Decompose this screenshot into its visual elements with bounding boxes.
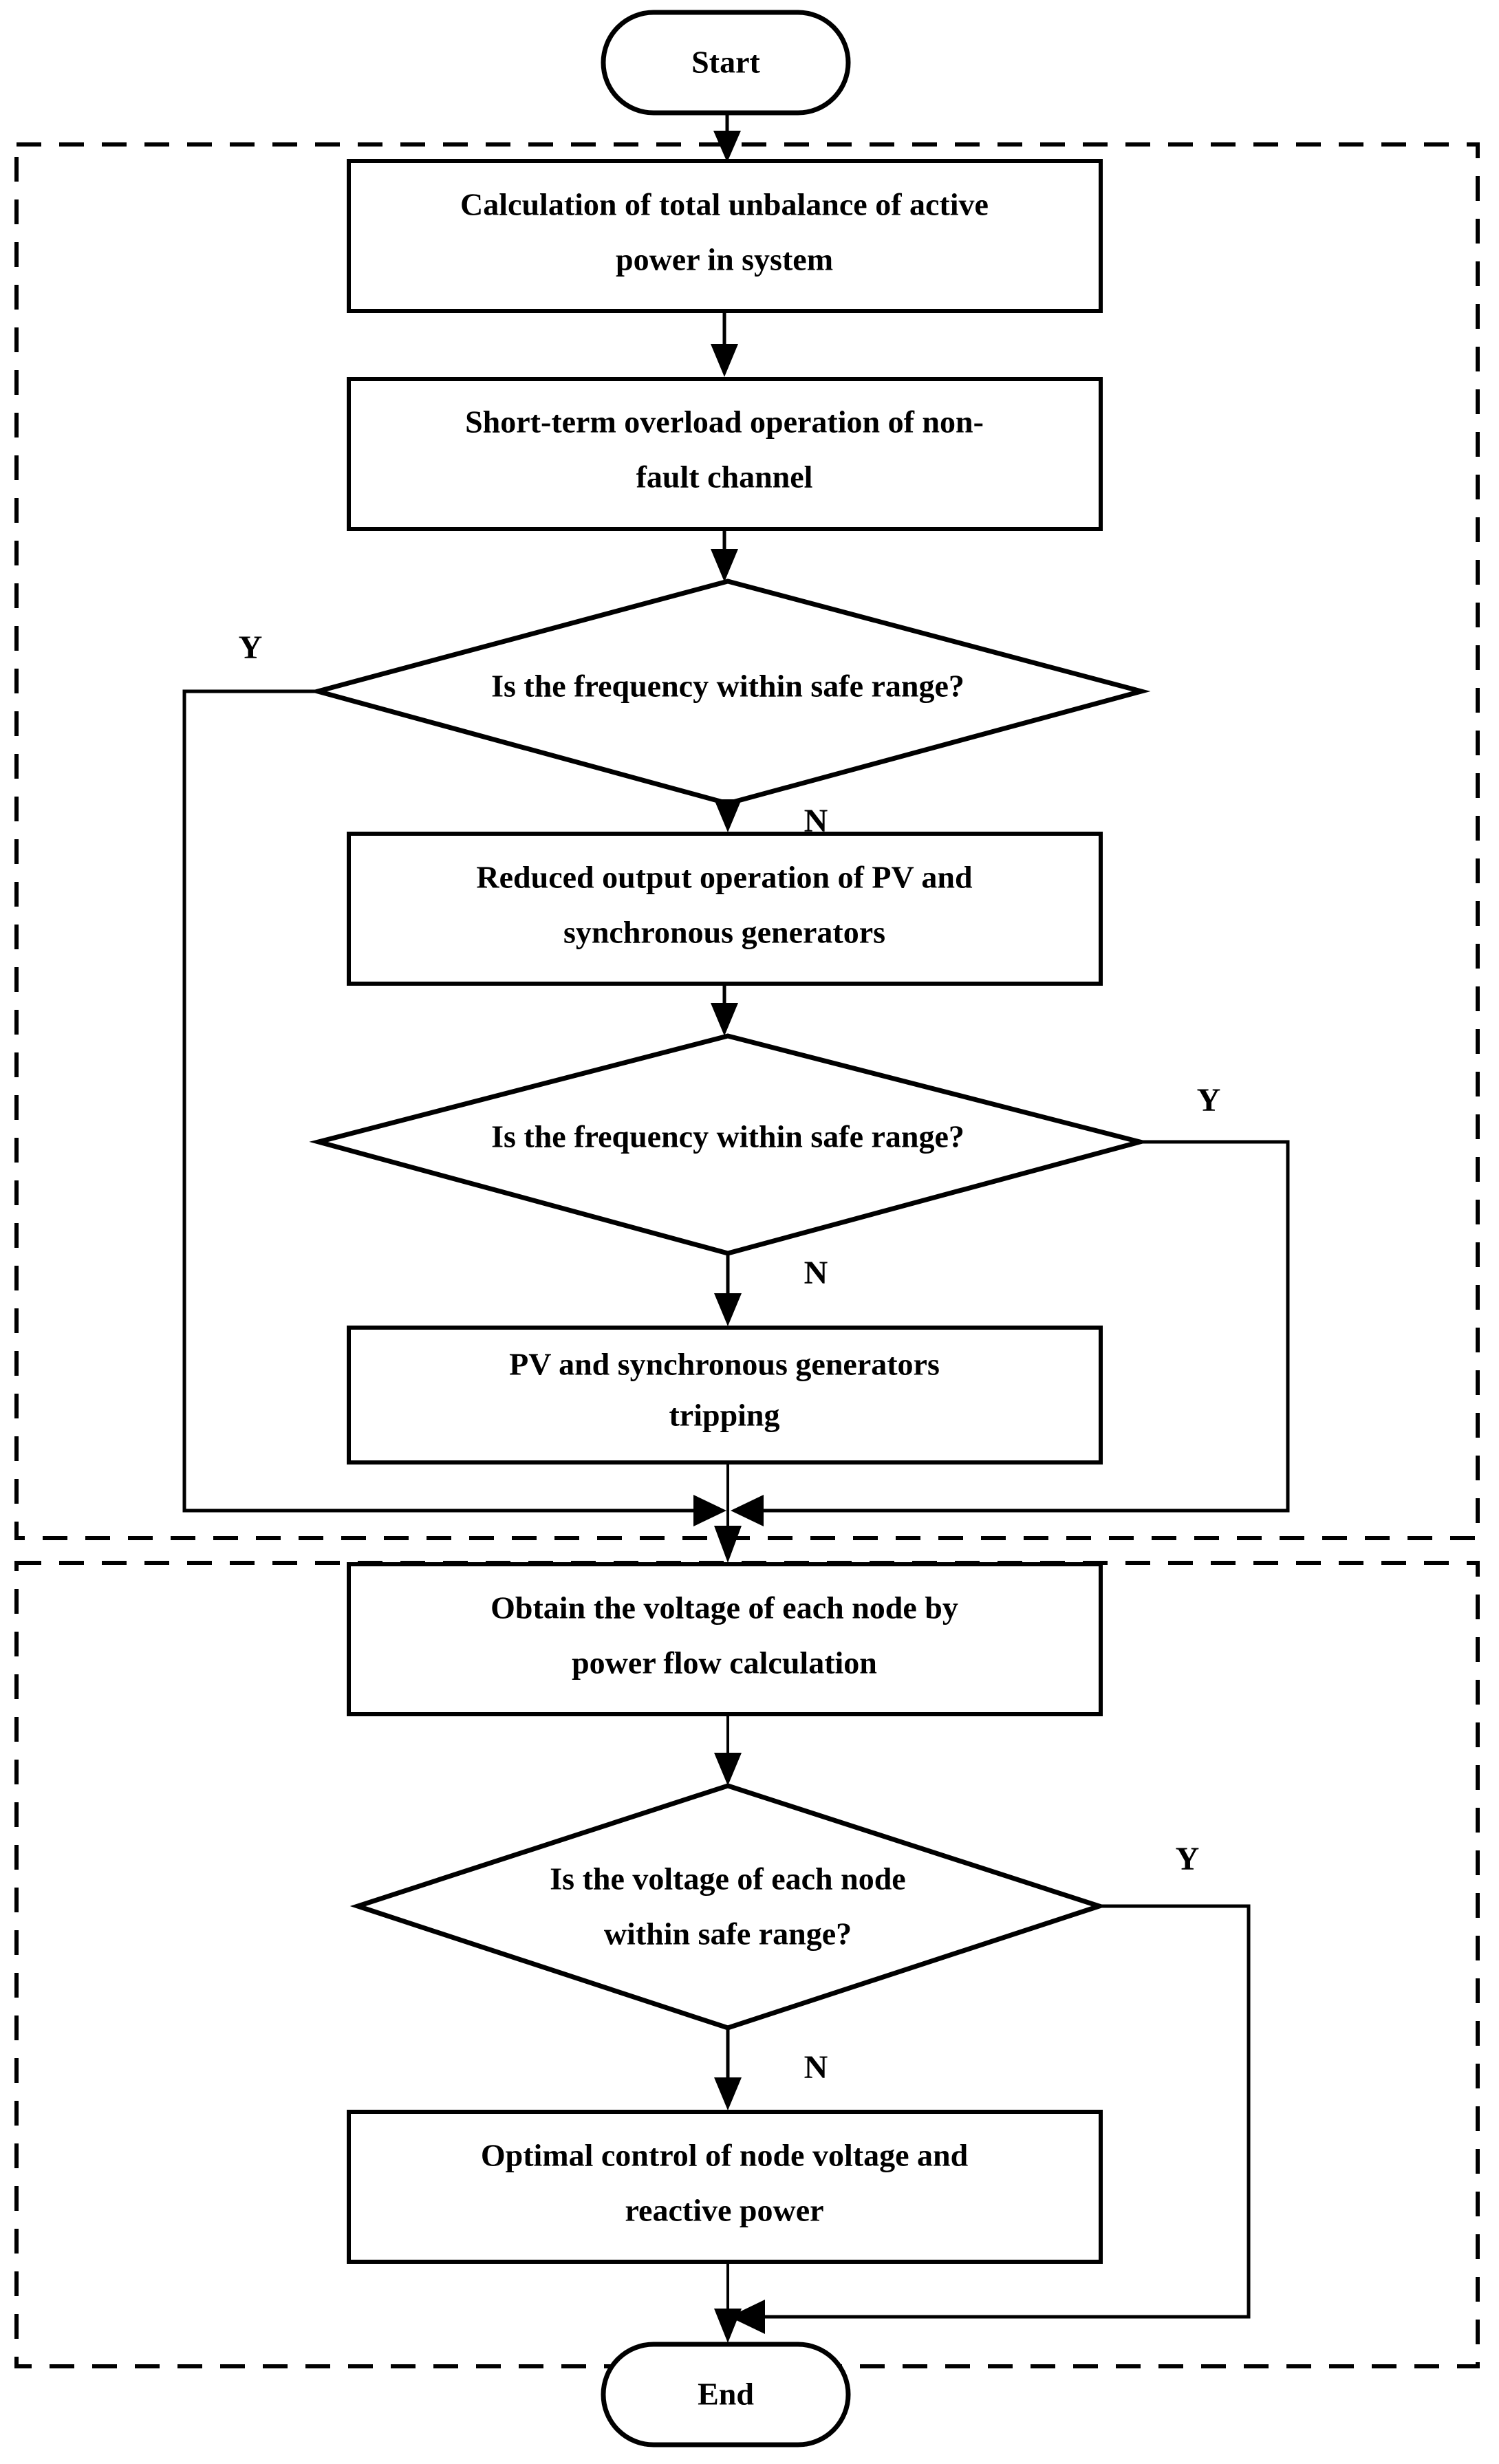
node-power-flow-label-line1: Obtain the voltage of each node by xyxy=(490,1590,958,1625)
arrowhead-merge-to-powerflow xyxy=(714,1526,742,1563)
node-decision-voltage-label-line2: within safe range? xyxy=(604,1916,852,1952)
arrowhead-voltage-yes xyxy=(729,2300,765,2334)
node-calc-unbalance-label-line2: power in system xyxy=(616,242,833,277)
node-overload-label-line2: fault channel xyxy=(636,460,813,495)
node-decision-voltage-shape[interactable] xyxy=(349,1783,1108,2031)
edge-freq1-yes xyxy=(182,689,704,1513)
node-reduced-output-label-line1: Reduced output operation of PV and xyxy=(476,860,973,895)
edge-label-freq1-yes: Y xyxy=(239,629,263,666)
node-power-flow-label-line2: power flow calculation xyxy=(572,1645,877,1681)
node-calc-unbalance-shape[interactable] xyxy=(347,159,1103,313)
arrowhead-reduced-to-freq2 xyxy=(711,1003,738,1036)
node-decision-voltage-label-line1: Is the voltage of each node xyxy=(550,1861,905,1896)
node-end-shape[interactable] xyxy=(601,2342,851,2447)
node-optimal-control-label-line2: reactive power xyxy=(625,2193,823,2228)
node-decision-freq1-label: Is the frequency within safe range? xyxy=(491,669,964,704)
arrowhead-powerflow-to-voltage xyxy=(714,1753,742,1786)
node-optimal-control-label-line1: Optimal control of node voltage and xyxy=(481,2138,969,2173)
node-pv-tripping-label-line1: PV and synchronous generators xyxy=(509,1347,940,1382)
node-start-label: Start xyxy=(691,45,760,80)
node-end-label: End xyxy=(698,2377,754,2412)
arrowhead-optimal-to-end xyxy=(714,2309,742,2343)
arrowhead-start-to-calc xyxy=(713,131,741,162)
arrowhead-voltage-no xyxy=(714,2077,742,2110)
arrowhead-freq2-no xyxy=(714,1293,742,1326)
arrowhead-freq1-yes xyxy=(693,1495,726,1526)
arrowhead-freq1-no xyxy=(714,799,742,832)
node-decision-freq2-label: Is the frequency within safe range? xyxy=(491,1119,964,1154)
node-reduced-output-label-line2: synchronous generators xyxy=(563,915,885,950)
edge-label-voltage-no: N xyxy=(804,2049,828,2086)
edge-label-voltage-yes: Y xyxy=(1176,1841,1200,1877)
node-optimal-control-shape[interactable] xyxy=(347,2110,1103,2264)
node-overload-label-line1: Short-term overload operation of non- xyxy=(465,404,984,440)
arrowhead-overload-to-freq1 xyxy=(711,549,738,582)
node-pv-tripping-label-line2: tripping xyxy=(669,1398,779,1433)
arrowhead-freq2-yes xyxy=(731,1495,764,1526)
edge-voltage-yes xyxy=(755,1904,1251,2319)
edge-label-freq2-yes: Y xyxy=(1197,1082,1221,1118)
dashed-region-frequency-control xyxy=(14,142,1480,1540)
edge-freq2-yes xyxy=(753,1140,1290,1513)
edge-label-freq2-no: N xyxy=(804,1255,828,1291)
node-reduced-output-shape[interactable] xyxy=(347,832,1103,986)
arrowhead-calc-to-overload xyxy=(711,344,738,377)
node-calc-unbalance-label-line1: Calculation of total unbalance of active xyxy=(460,187,989,222)
node-pv-tripping-shape[interactable] xyxy=(347,1326,1103,1465)
node-overload-shape[interactable] xyxy=(347,377,1103,531)
node-power-flow-shape[interactable] xyxy=(347,1562,1103,1716)
